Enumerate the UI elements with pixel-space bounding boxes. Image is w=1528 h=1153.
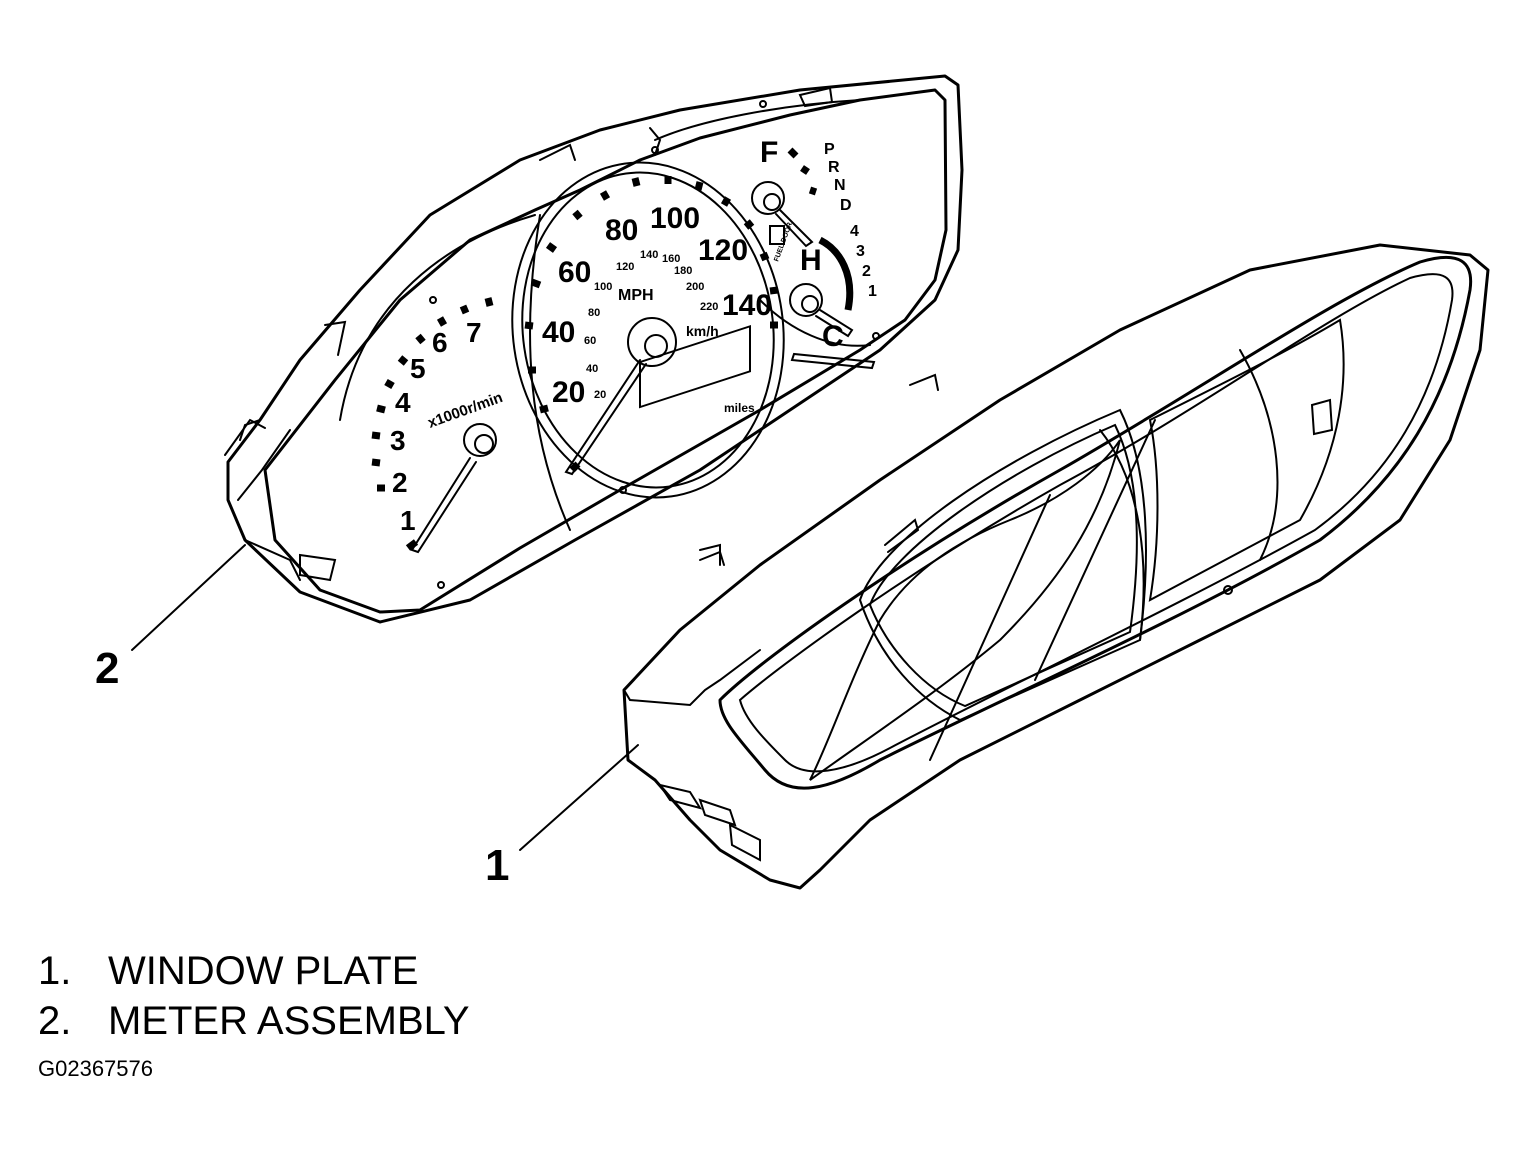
kmh-number-100: 100 [594, 281, 612, 293]
window-plate-frame [718, 255, 1473, 790]
mph-number-100: 100 [650, 202, 700, 235]
legend-number: 1. [38, 949, 72, 993]
speedo-needle [564, 359, 647, 476]
speedo-tick-marks [524, 176, 779, 473]
fuel-full-label: F [760, 136, 778, 169]
gear-1: 1 [868, 283, 877, 300]
tach-number-1: 1 [400, 505, 416, 536]
speedo-needle-hub [627, 317, 677, 367]
window-plate-outer-rim [622, 243, 1490, 890]
temp-needle-hub [789, 283, 823, 317]
temp-cold-label: C [822, 320, 844, 353]
meter-housing-outline [226, 74, 964, 624]
mph-number-80: 80 [605, 214, 638, 247]
kmh-number-180: 180 [674, 265, 692, 277]
mph-number-60: 60 [558, 256, 591, 289]
kmh-number-220: 220 [700, 301, 718, 313]
temperature-gauge: H C [789, 236, 876, 370]
mph-number-20: 20 [552, 376, 585, 409]
gear-r: R [828, 159, 840, 176]
gear-indicator: P R N D 4 3 2 1 [824, 141, 877, 300]
kmh-number-60: 60 [584, 335, 596, 347]
callout-leaders [131, 544, 639, 851]
gear-2: 2 [862, 263, 871, 280]
kmh-number-80: 80 [588, 307, 600, 319]
fuel-gauge: F FUEL DOOR [751, 136, 818, 263]
kmh-number-160: 160 [662, 253, 680, 265]
legend-row: 2. METER ASSEMBLY [38, 996, 470, 1046]
speedometer: 20 40 60 80 100 120 140 20 40 60 80 100 … [524, 176, 779, 476]
legend: 1. WINDOW PLATE 2. METER ASSEMBLY [38, 946, 470, 1046]
legend-number: 2. [38, 999, 72, 1043]
kmh-number-40: 40 [586, 363, 598, 375]
legend-label: METER ASSEMBLY [108, 999, 470, 1043]
gear-d: D [840, 197, 852, 214]
odometer-unit-label: miles [724, 401, 755, 415]
legend-row: 1. WINDOW PLATE [38, 946, 470, 996]
figure-code: G02367576 [38, 1056, 153, 1081]
tachometer: 1 2 3 4 5 6 7 x1000r/min [371, 297, 505, 554]
kmh-number-200: 200 [686, 281, 704, 293]
mph-number-120: 120 [698, 234, 748, 267]
fuel-needle-hub [751, 181, 785, 215]
window-lens-left [809, 439, 1121, 781]
tach-number-3: 3 [390, 425, 406, 456]
gear-4: 4 [850, 223, 859, 240]
mph-number-140: 140 [722, 289, 772, 322]
tach-needle-hub [463, 423, 497, 457]
callout-leader-1 [519, 744, 639, 851]
tach-number-6: 6 [432, 327, 448, 358]
callout-number-2: 2 [95, 644, 119, 693]
fuel-pump-icon [769, 225, 785, 245]
trip-reset-knob [790, 352, 876, 370]
kmh-unit-label: km/h [686, 323, 719, 339]
gear-n: N [834, 177, 846, 194]
tach-tick-marks [371, 297, 494, 551]
callout-number-1: 1 [485, 841, 509, 890]
kmh-number-20: 20 [594, 389, 606, 401]
window-plate [622, 243, 1490, 890]
callout-leader-2 [131, 544, 246, 651]
tach-number-7: 7 [466, 317, 482, 348]
kmh-number-120: 120 [616, 261, 634, 273]
temp-hot-label: H [800, 244, 822, 277]
odometer-display [639, 324, 751, 409]
window-lens-right [1148, 318, 1345, 602]
tach-number-2: 2 [392, 467, 408, 498]
gear-3: 3 [856, 243, 865, 260]
tach-number-5: 5 [410, 353, 426, 384]
tach-unit-label: x1000r/min [426, 389, 505, 432]
gear-p: P [824, 141, 835, 158]
meter-dial-face [263, 88, 948, 614]
mph-number-40: 40 [542, 316, 575, 349]
legend-label: WINDOW PLATE [108, 949, 419, 993]
tach-needle [410, 457, 477, 554]
tach-number-4: 4 [395, 387, 411, 418]
window-lens-center [858, 408, 1147, 722]
kmh-number-140: 140 [640, 249, 658, 261]
meter-assembly [224, 74, 964, 624]
screw-holes [429, 100, 880, 589]
mph-unit-label: MPH [618, 287, 654, 304]
